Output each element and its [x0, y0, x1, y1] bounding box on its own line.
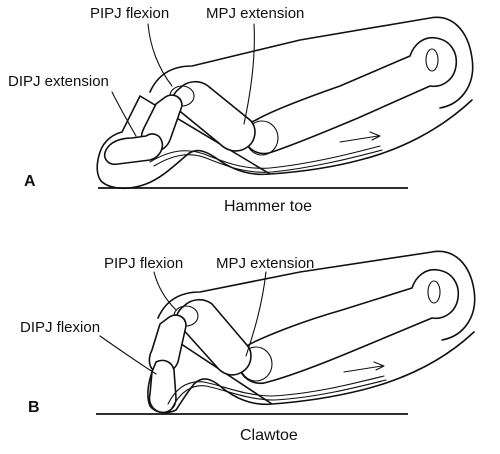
- panel-b-metatarsal: [237, 268, 460, 385]
- panel-a-skin-outline: [96, 16, 474, 190]
- panel-b-letter: B: [28, 399, 40, 416]
- panel-b-label-mpj: MPJ extension: [216, 255, 314, 272]
- panel-b-leader-pipj: [153, 271, 177, 311]
- panel-a-caption: Hammer toe: [224, 198, 312, 215]
- panel-a-label-pipj: PIPJ flexion: [90, 5, 169, 22]
- panel-a-flexor-tendon-2: [153, 149, 383, 173]
- panel-b-flexor-tendon-2: [171, 379, 387, 409]
- panel-b-leader-dipj: [99, 335, 157, 375]
- panel-b-leader-mpj: [245, 271, 267, 357]
- panel-a-distal-phalanx: [103, 133, 164, 166]
- panel-a-leader-mpj: [243, 23, 255, 125]
- panel-b-label-dipj: DIPJ flexion: [20, 319, 100, 336]
- panel-b-distal-phalanx: [148, 359, 177, 414]
- panel-a-leader-dipj: [111, 91, 137, 137]
- panel-a-label-mpj: MPJ extension: [206, 5, 304, 22]
- panel-b-caption: Clawtoe: [240, 427, 298, 444]
- panel-a-hammer-toe: PIPJ flexion MPJ extension DIPJ extensio…: [8, 5, 474, 215]
- panel-b-flexor-tendon: [167, 375, 385, 405]
- panel-b-label-pipj: PIPJ flexion: [104, 255, 183, 272]
- panel-a-label-dipj: DIPJ extension: [8, 73, 109, 90]
- panel-a-flexor-tendon: [149, 145, 381, 169]
- panel-b-skin-outline: [147, 250, 476, 414]
- panel-a-metatarsal: [243, 36, 458, 155]
- panel-a-sesamoid-mark: [425, 48, 439, 72]
- panel-b-proximal-phalanx: [175, 298, 252, 376]
- panel-a-pull-arrow: [339, 131, 381, 143]
- panel-a-letter: A: [24, 173, 36, 190]
- panel-b-pull-arrow: [343, 361, 385, 373]
- panel-b-clawtoe: PIPJ flexion MPJ extension DIPJ flexion …: [20, 250, 476, 444]
- panel-b-sesamoid-mark: [427, 280, 441, 304]
- panel-a-leader-pipj: [147, 23, 173, 87]
